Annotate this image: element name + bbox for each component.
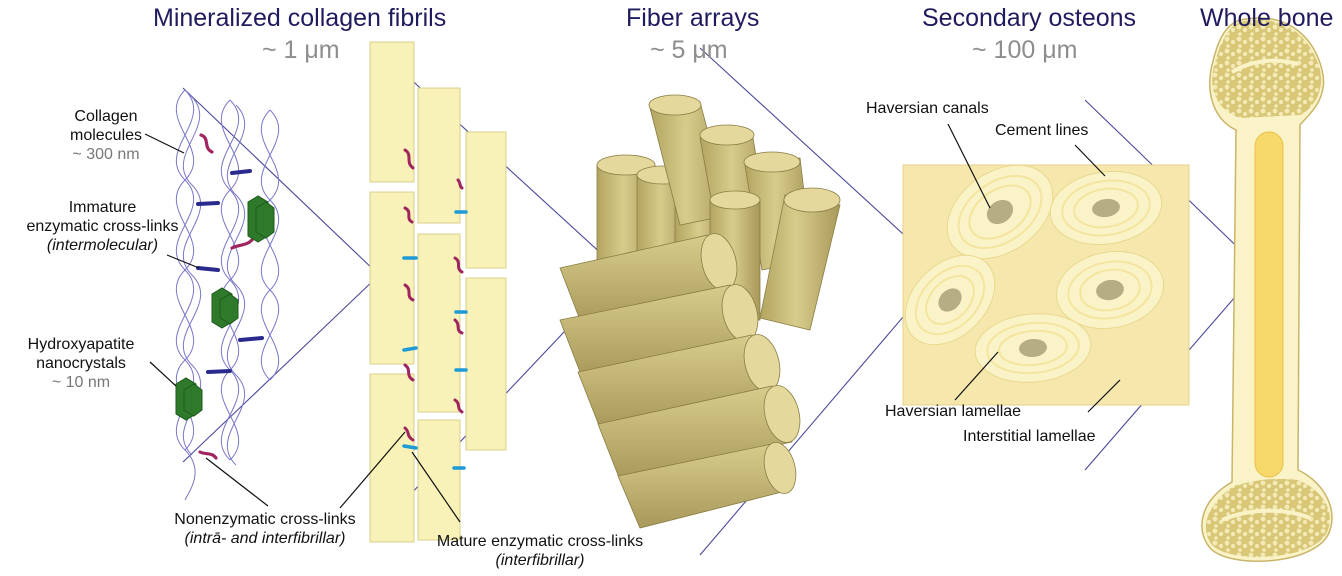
scale-fibrils: ~ 1 μm: [262, 36, 340, 64]
fiber-array: [559, 94, 841, 529]
label-hydroxyapatite-size: ~ 10 nm: [51, 374, 111, 391]
label-immature-sub: (intermolecular): [46, 237, 159, 254]
leader-lines: [144, 123, 1121, 523]
label-mature: Mature enzymatic cross-links (interfibri…: [420, 532, 660, 570]
label-mature-line1: Mature enzymatic cross-links: [436, 533, 644, 550]
label-nonenzymatic: Nonenzymatic cross-links (intrā- and int…: [160, 510, 370, 548]
label-hydroxyapatite-line2: nanocrystals: [36, 355, 126, 372]
title-whole-bone: Whole bone: [1200, 4, 1334, 32]
immature-crosslinks: [196, 169, 264, 374]
label-cement-lines: Cement lines: [995, 122, 1089, 139]
nonenzymatic-crosslinks-p1: [198, 133, 254, 460]
label-haversian-canals: Haversian canals: [866, 100, 989, 117]
mature-crosslinks: [402, 210, 468, 470]
label-collagen: Collagen molecules ~ 300 nm: [46, 107, 166, 164]
label-nonenzymatic-sub: (intrā- and interfibrillar): [184, 530, 346, 547]
label-collagen-size: ~ 300 nm: [72, 146, 140, 163]
osteon-4: [1055, 250, 1165, 330]
osteon-1: [946, 164, 1054, 260]
osteon-2: [1049, 171, 1163, 245]
osteon-3: [904, 254, 996, 346]
whole-bone: [1201, 17, 1333, 562]
title-fibrils: Mineralized collagen fibrils: [153, 4, 447, 32]
label-hydroxyapatite: Hydroxyapatite nanocrystals ~ 10 nm: [16, 335, 146, 392]
osteon-5: [974, 313, 1092, 383]
fibrils: [369, 41, 507, 543]
nonenzymatic-crosslinks-p2: [403, 148, 464, 442]
title-osteons: Secondary osteons: [922, 4, 1137, 32]
label-collagen-line2: molecules: [69, 127, 143, 144]
scale-fiber-arrays: ~ 5 μm: [650, 36, 728, 64]
label-mature-sub: (interfibrillar): [495, 552, 585, 569]
title-fiber-arrays: Fiber arrays: [626, 4, 760, 32]
label-immature-line2: enzymatic cross-links: [26, 218, 179, 235]
hydroxyapatite-crystals: [175, 195, 275, 421]
label-collagen-line1: Collagen: [74, 108, 138, 125]
scale-osteons: ~ 100 μm: [972, 36, 1078, 64]
label-interstitial-lamellae: Interstitial lamellae: [963, 428, 1096, 445]
label-immature-line1: Immature: [68, 199, 137, 216]
label-hydroxyapatite-line1: Hydroxyapatite: [27, 336, 135, 353]
label-haversian-lamellae: Haversian lamellae: [885, 403, 1022, 420]
osteon-block: [902, 164, 1190, 406]
label-immature: Immature enzymatic cross-links (intermol…: [20, 198, 185, 255]
label-nonenzymatic-line1: Nonenzymatic cross-links: [174, 511, 356, 528]
